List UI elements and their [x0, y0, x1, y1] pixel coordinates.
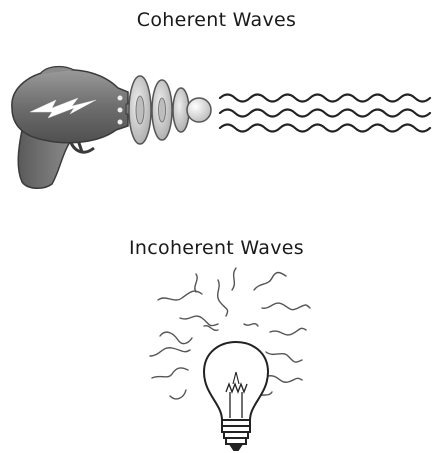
- light-bulb-icon: [204, 342, 268, 450]
- squiggle: [218, 280, 228, 316]
- ray-gun-icon: [12, 67, 211, 189]
- squiggle: [266, 352, 302, 362]
- squiggle: [262, 303, 310, 310]
- squiggle: [268, 376, 302, 383]
- coherent-wave-3: [220, 125, 430, 132]
- squiggle: [232, 268, 236, 290]
- squiggle: [158, 291, 202, 300]
- squiggle: [244, 324, 258, 326]
- coherent-wave-2: [220, 110, 430, 117]
- squiggle: [150, 348, 190, 356]
- coherent-wave-1: [220, 95, 430, 102]
- squiggle: [254, 273, 286, 291]
- squiggle: [160, 332, 192, 343]
- squiggle: [152, 368, 188, 378]
- squiggle: [170, 390, 186, 399]
- squiggle: [270, 328, 306, 335]
- coherent-wave-lines: [220, 95, 430, 132]
- squiggle: [195, 274, 197, 292]
- squiggle: [204, 326, 218, 331]
- squiggle: [180, 316, 218, 326]
